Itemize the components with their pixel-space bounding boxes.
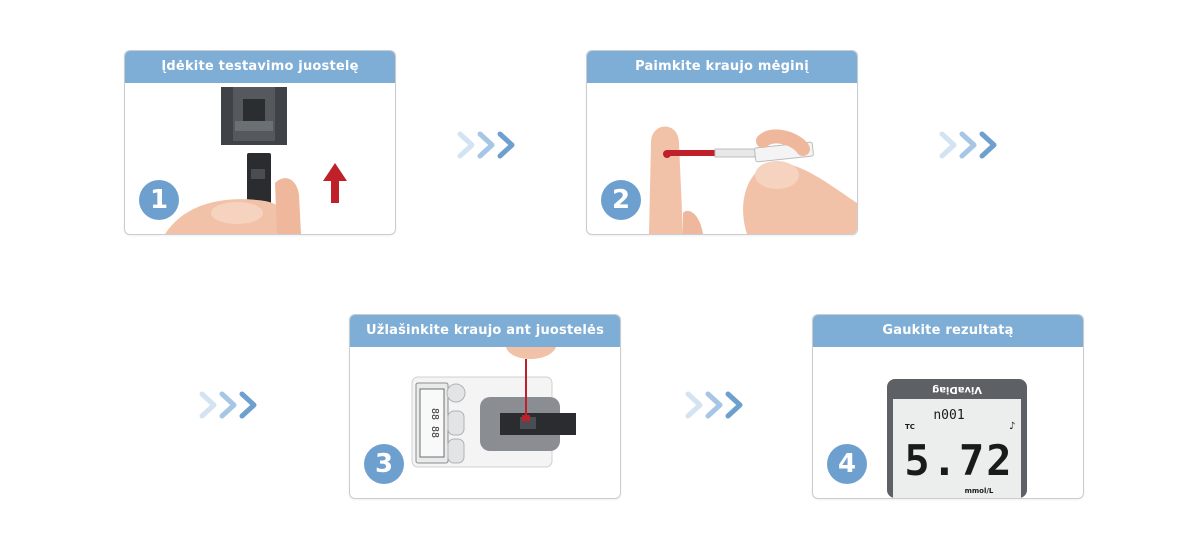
step-card-4: Gaukite rezultatą VivaDiag n001 TC ♪ 5.7… [812, 314, 1084, 499]
chevron-arrows-icon [939, 131, 997, 159]
svg-text:88 88: 88 88 [429, 408, 440, 438]
step-number-badge: 4 [827, 444, 867, 484]
step-number-badge: 3 [364, 444, 404, 484]
step-title: Užlašinkite kraujo ant juostelės [350, 315, 620, 347]
step-illustration-take-sample [587, 83, 857, 234]
meter-reading: 5.72 [904, 436, 1013, 485]
step-number-badge: 2 [601, 180, 641, 220]
step-title: Įdėkite testavimo juostelę [125, 51, 395, 83]
chevron-arrows-icon [685, 391, 743, 419]
step-card-2: Paimkite kraujo mėginį 2 [586, 50, 858, 235]
meter-memory: n001 [933, 408, 964, 423]
chevron-arrows-icon [199, 391, 257, 419]
step-illustration-apply-blood: 88 88 [350, 347, 620, 498]
music-note-icon: ♪ [1009, 421, 1015, 432]
step-card-1: Įdėkite testavimo juostelę 1 [124, 50, 396, 235]
step-illustration-result: VivaDiag n001 TC ♪ 5.72 mmol/L [813, 347, 1083, 498]
step-card-3: Užlašinkite kraujo ant juostelės 88 88 3 [349, 314, 621, 499]
meter-mode: TC [905, 423, 915, 431]
chevron-arrows-icon [457, 131, 515, 159]
step-illustration-insert-strip [125, 83, 395, 234]
meter-unit: mmol/L [965, 487, 994, 495]
meter-brand: VivaDiag [932, 384, 982, 395]
step-title: Gaukite rezultatą [813, 315, 1083, 347]
step-number-badge: 1 [139, 180, 179, 220]
step-title: Paimkite kraujo mėginį [587, 51, 857, 83]
up-arrow-icon [323, 163, 347, 203]
